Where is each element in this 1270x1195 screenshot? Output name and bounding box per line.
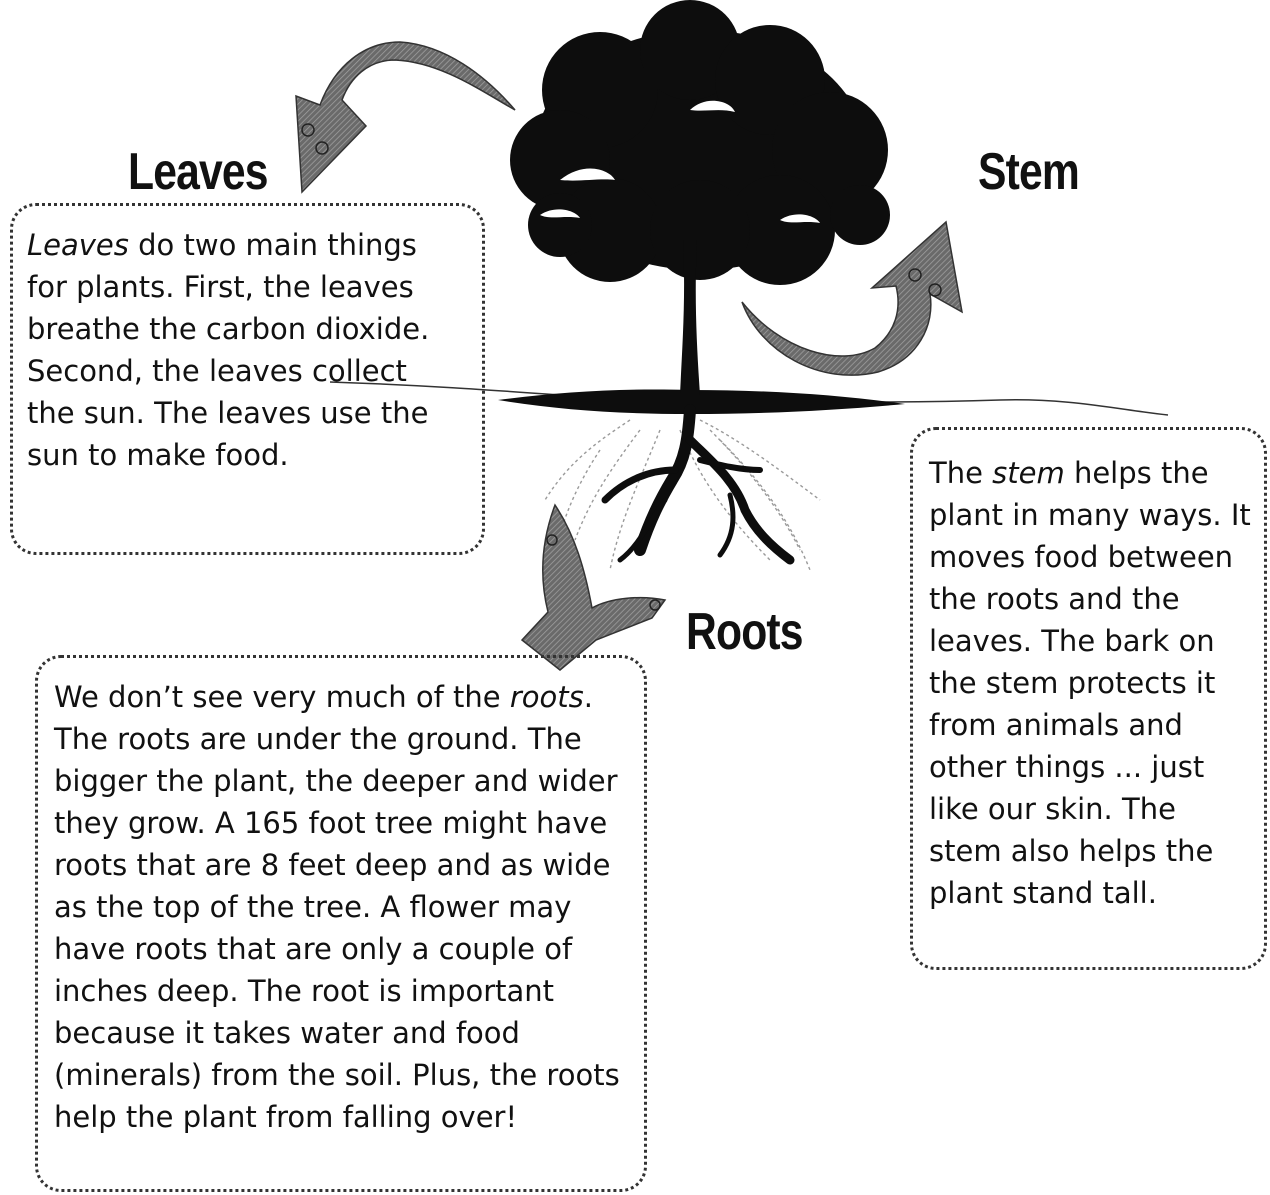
leaves-arrow — [296, 42, 515, 192]
roots-description-box: We don’t see very much of the roots. The… — [35, 655, 647, 1192]
roots-description: We don’t see very much of the roots. The… — [54, 676, 636, 1138]
ground-mound — [498, 389, 905, 414]
leaves-term: Leaves — [27, 228, 129, 262]
stem-pre: The — [929, 456, 992, 490]
main-roots — [605, 410, 790, 560]
roots-heading: Roots — [686, 606, 803, 658]
leaves-text: do two main things for plants. First, th… — [27, 228, 429, 472]
roots-term: roots — [510, 680, 584, 714]
stem-text: helps the plant in many ways. It moves f… — [929, 456, 1251, 910]
stem-description-box: The stem helps the plant in many ways. I… — [910, 427, 1267, 970]
tree-canopy — [510, 0, 890, 285]
leaves-heading: Leaves — [128, 146, 268, 198]
roots-text: . The roots are under the ground. The bi… — [54, 680, 620, 1134]
stem-heading: Stem — [978, 146, 1079, 198]
leaves-description-box: Leaves do two main things for plants. Fi… — [10, 203, 485, 555]
roots-pre: We don’t see very much of the — [54, 680, 510, 714]
leaves-description: Leaves do two main things for plants. Fi… — [27, 224, 454, 476]
stem-term: stem — [992, 456, 1065, 490]
stem-description: The stem helps the plant in many ways. I… — [929, 452, 1254, 914]
